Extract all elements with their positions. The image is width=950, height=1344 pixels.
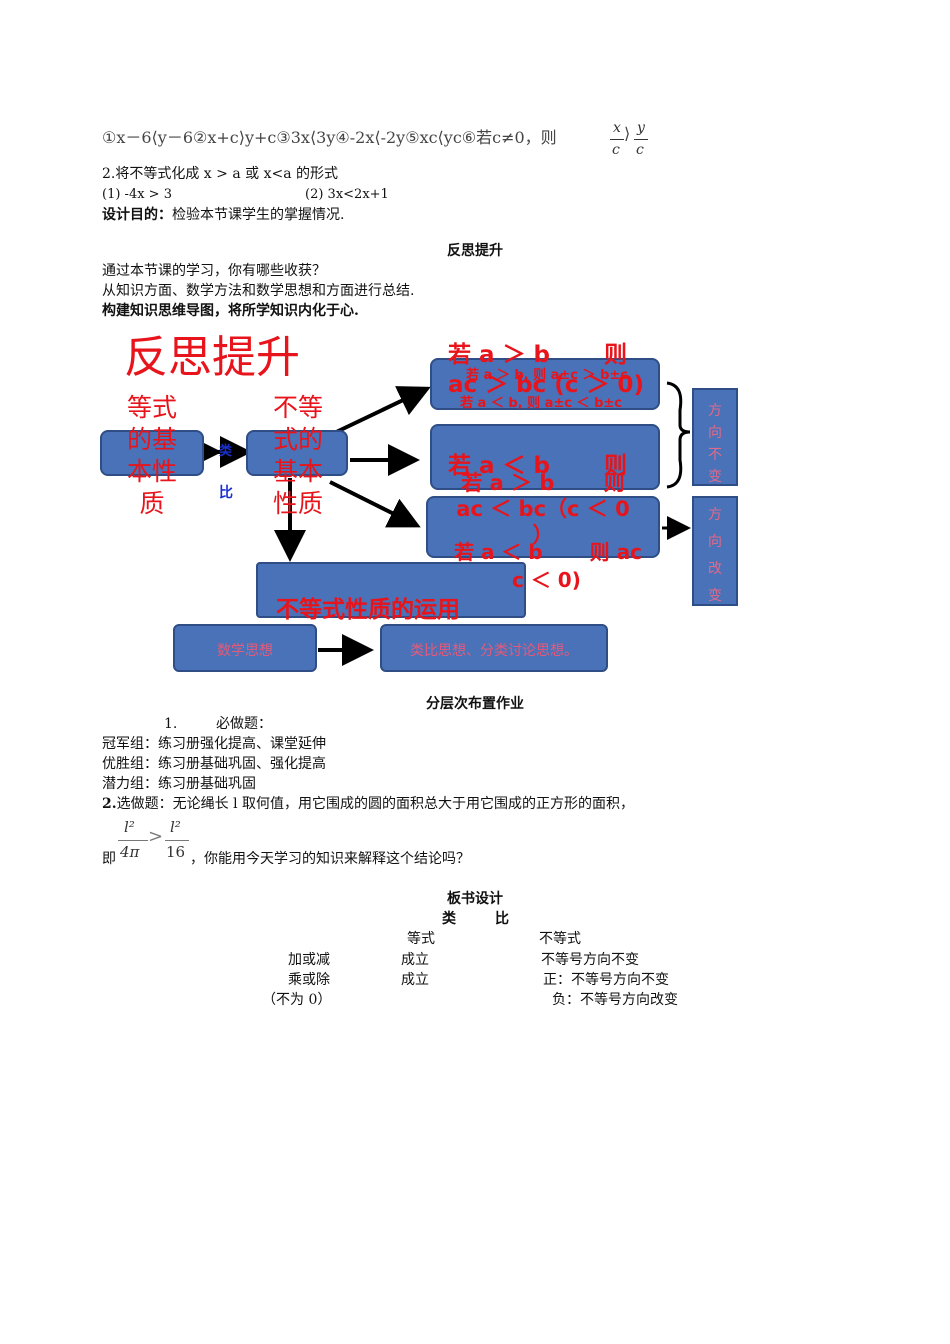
design-purpose-text: 检验本节课学生的掌握情况. xyxy=(172,207,345,223)
property-box-3 xyxy=(426,496,660,558)
fraction-y-bar xyxy=(634,139,648,140)
formula-gt: > xyxy=(148,826,164,847)
equality-label: 等式的基本性质 xyxy=(126,393,177,518)
formula-frac1-numerator: l² xyxy=(124,818,135,836)
property-box-1-main: 若 a ＞ b 则 ac ＞ bc (c ＞ 0) xyxy=(448,342,644,398)
design-purpose-label: 设计目的： xyxy=(102,207,172,223)
usage-label: 不等式性质的运用 xyxy=(276,597,460,623)
board-col-equality: 等式 xyxy=(407,931,435,947)
fraction-x-denominator: c xyxy=(612,142,620,158)
reflection-line-1: 通过本节课的学习，你有哪些收获？ xyxy=(102,263,326,279)
direction-change-label: 方向改变 xyxy=(708,507,722,604)
fraction-x-bar xyxy=(610,139,624,140)
homework-heading: 分层次布置作业 xyxy=(426,696,524,712)
direction-same-label: 方向不变 xyxy=(708,403,722,485)
fraction-x-numerator: x xyxy=(613,120,621,136)
board-row3-op: （不为 0） xyxy=(262,992,332,1008)
reflection-line-2: 从知识方面、数学方法和数学思想和方面进行总结. xyxy=(102,283,415,299)
property-box-3-main: 若 a ＜ b 则 ac xyxy=(454,540,642,564)
required-label: 必做题： xyxy=(216,716,272,732)
board-row1-op: 加或减 xyxy=(288,952,330,968)
property-box-1 xyxy=(430,358,660,410)
fraction-y-numerator: y xyxy=(637,120,645,136)
formula-frac2-denominator: 16 xyxy=(166,843,186,861)
board-row2-op: 乘或除 xyxy=(288,972,330,988)
property-box-3-tail: c ＜ 0) xyxy=(512,568,581,592)
board-heading: 板书设计 xyxy=(447,891,503,907)
exercise-math-line: ①x－6⟨y－6②x+c⟩y+c③3x⟨3y④-2x⟨-2y⑤xc⟨yc⑥若c≠… xyxy=(102,128,557,147)
board-row2-ineq: 正：不等号方向不变 xyxy=(543,972,669,988)
question-2-part-1: (1) -4x > 3 xyxy=(102,187,172,202)
property-box-2-main: 若 a ＜ b 则 xyxy=(448,453,628,479)
property-box-1-add-sub-greater: 若 a ＞ b, 则 a±c ＞ b±c xyxy=(466,368,628,383)
mind-map-title: 反思提升 xyxy=(124,332,300,383)
analogy-bottom: 比 xyxy=(219,485,233,501)
formula-frac1-denominator: 4π xyxy=(120,843,140,861)
fraction-y-denominator: c xyxy=(636,142,644,158)
analogy-top: 类 xyxy=(219,444,233,459)
direction-change-box: 方向改变 xyxy=(692,496,738,606)
board-sub-left: 类 xyxy=(442,911,456,927)
homework-group-2: 优胜组：练习册基础巩固、强化提高 xyxy=(102,756,326,772)
direction-same-box: 方向不变 xyxy=(692,388,738,486)
arrow-to-box-3 xyxy=(329,480,421,528)
thinking-methods-label: 类比思想、分类讨论思想。 xyxy=(410,643,578,659)
homework-group-3: 潜力组：练习册基础巩固 xyxy=(102,776,256,792)
inequality-label: 不等式的基本性质 xyxy=(272,393,323,518)
question-2: 2.将不等式化成 x > a 或 x<a 的形式 xyxy=(102,166,339,182)
reflection-line-3: 构建知识思维导图，将所学知识内化于心. xyxy=(102,303,359,319)
thinking-methods-box: 类比思想、分类讨论思想。 xyxy=(380,624,608,672)
fraction-gt: ⟩ xyxy=(624,124,631,143)
inequality-box xyxy=(246,430,348,476)
math-thinking-box: 数学思想 xyxy=(173,624,317,672)
arrow-to-box-1 xyxy=(329,386,431,437)
formula-suffix: ，你能用今天学习的知识来解释这个结论吗？ xyxy=(190,851,470,867)
formula-frac2-bar xyxy=(165,840,189,841)
board-col-inequality: 不等式 xyxy=(539,931,581,947)
optional-number: 2. xyxy=(102,796,117,812)
formula-prefix: 即 xyxy=(102,851,116,867)
question-2-part-2: (2) 3x<2x+1 xyxy=(305,187,389,202)
optional-text: 选做题：无论绳长 l 取何值，用它围成的圆的面积总大于用它围成的正方形的面积， xyxy=(116,796,635,812)
required-number: 1. xyxy=(164,716,178,732)
usage-box xyxy=(256,562,526,618)
math-thinking-label: 数学思想 xyxy=(217,643,273,659)
formula-frac1-bar xyxy=(118,840,148,841)
formula-frac2-numerator: l² xyxy=(170,818,181,836)
board-row1-ineq: 不等号方向不变 xyxy=(541,952,639,968)
board-sub-right: 比 xyxy=(495,911,509,927)
optional-question: 2.选做题：无论绳长 l 取何值，用它围成的圆的面积总大于用它围成的正方形的面积… xyxy=(102,795,634,813)
mind-map-arrows xyxy=(190,381,691,666)
board-row2-eq: 成立 xyxy=(401,972,429,988)
design-purpose: 设计目的：检验本节课学生的掌握情况. xyxy=(102,206,344,224)
board-row1-eq: 成立 xyxy=(401,952,429,968)
equality-box xyxy=(100,430,204,476)
property-box-1-add-sub-less: 若 a ＜ b, 则 a±c ＜ b±c xyxy=(460,396,622,411)
property-box-2 xyxy=(430,424,660,490)
board-row3-ineq: 负：不等号方向改变 xyxy=(552,992,678,1008)
reflection-heading: 反思提升 xyxy=(447,243,503,259)
brace xyxy=(666,381,691,489)
homework-group-1: 冠军组：练习册强化提高、课堂延伸 xyxy=(102,736,326,752)
property-box-3-over: 若 a ＞ b 则 ac ＜ bc（c ＜ 0 ） xyxy=(456,471,630,547)
